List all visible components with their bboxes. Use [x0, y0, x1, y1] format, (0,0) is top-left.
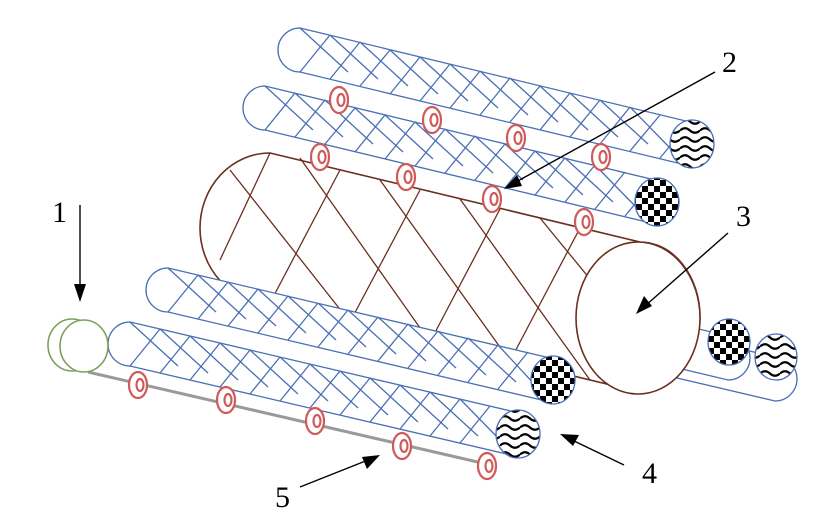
arrow-5: [299, 455, 380, 488]
callout-label-1: 1: [52, 196, 67, 229]
spacer-ring: [391, 431, 413, 461]
spacer-ring: [573, 207, 595, 237]
right-tube-wave-endcap: [754, 333, 798, 381]
lower-front-tube-wave-endcap: [495, 409, 541, 459]
arrow-1: [74, 205, 86, 302]
core-end-face: [575, 241, 701, 395]
end-plug: [47, 318, 109, 373]
spacer-ring: [309, 142, 331, 172]
spacer-ring: [421, 105, 443, 135]
support-rod: [87, 370, 496, 468]
spacer-ring: [395, 162, 417, 192]
spacer-ring: [476, 451, 498, 481]
spacer-rings: [127, 85, 612, 481]
right-tube-checker-endcap: [707, 318, 751, 366]
arrow-3: [636, 232, 729, 314]
spacer-ring: [590, 142, 612, 172]
callout-arrows: [74, 71, 729, 488]
callout-label-4: 4: [642, 457, 657, 490]
mesh-tube-upper-front: [242, 85, 678, 225]
lower-back-tube-checker-endcap: [530, 355, 576, 405]
spacer-ring: [328, 85, 350, 115]
upper-front-tube-checker-endcap: [634, 177, 680, 227]
spacer-ring: [505, 123, 527, 153]
arrow-2: [504, 71, 716, 189]
arrow-4: [560, 434, 625, 466]
spacer-ring: [127, 370, 149, 400]
upper-back-tube-wave-endcap: [669, 119, 715, 169]
spacer-ring: [304, 406, 326, 436]
callout-label-5: 5: [275, 481, 290, 514]
callout-label-3: 3: [736, 200, 751, 233]
callout-label-2: 2: [722, 46, 737, 79]
spacer-ring: [481, 184, 503, 214]
spacer-ring: [215, 385, 237, 415]
